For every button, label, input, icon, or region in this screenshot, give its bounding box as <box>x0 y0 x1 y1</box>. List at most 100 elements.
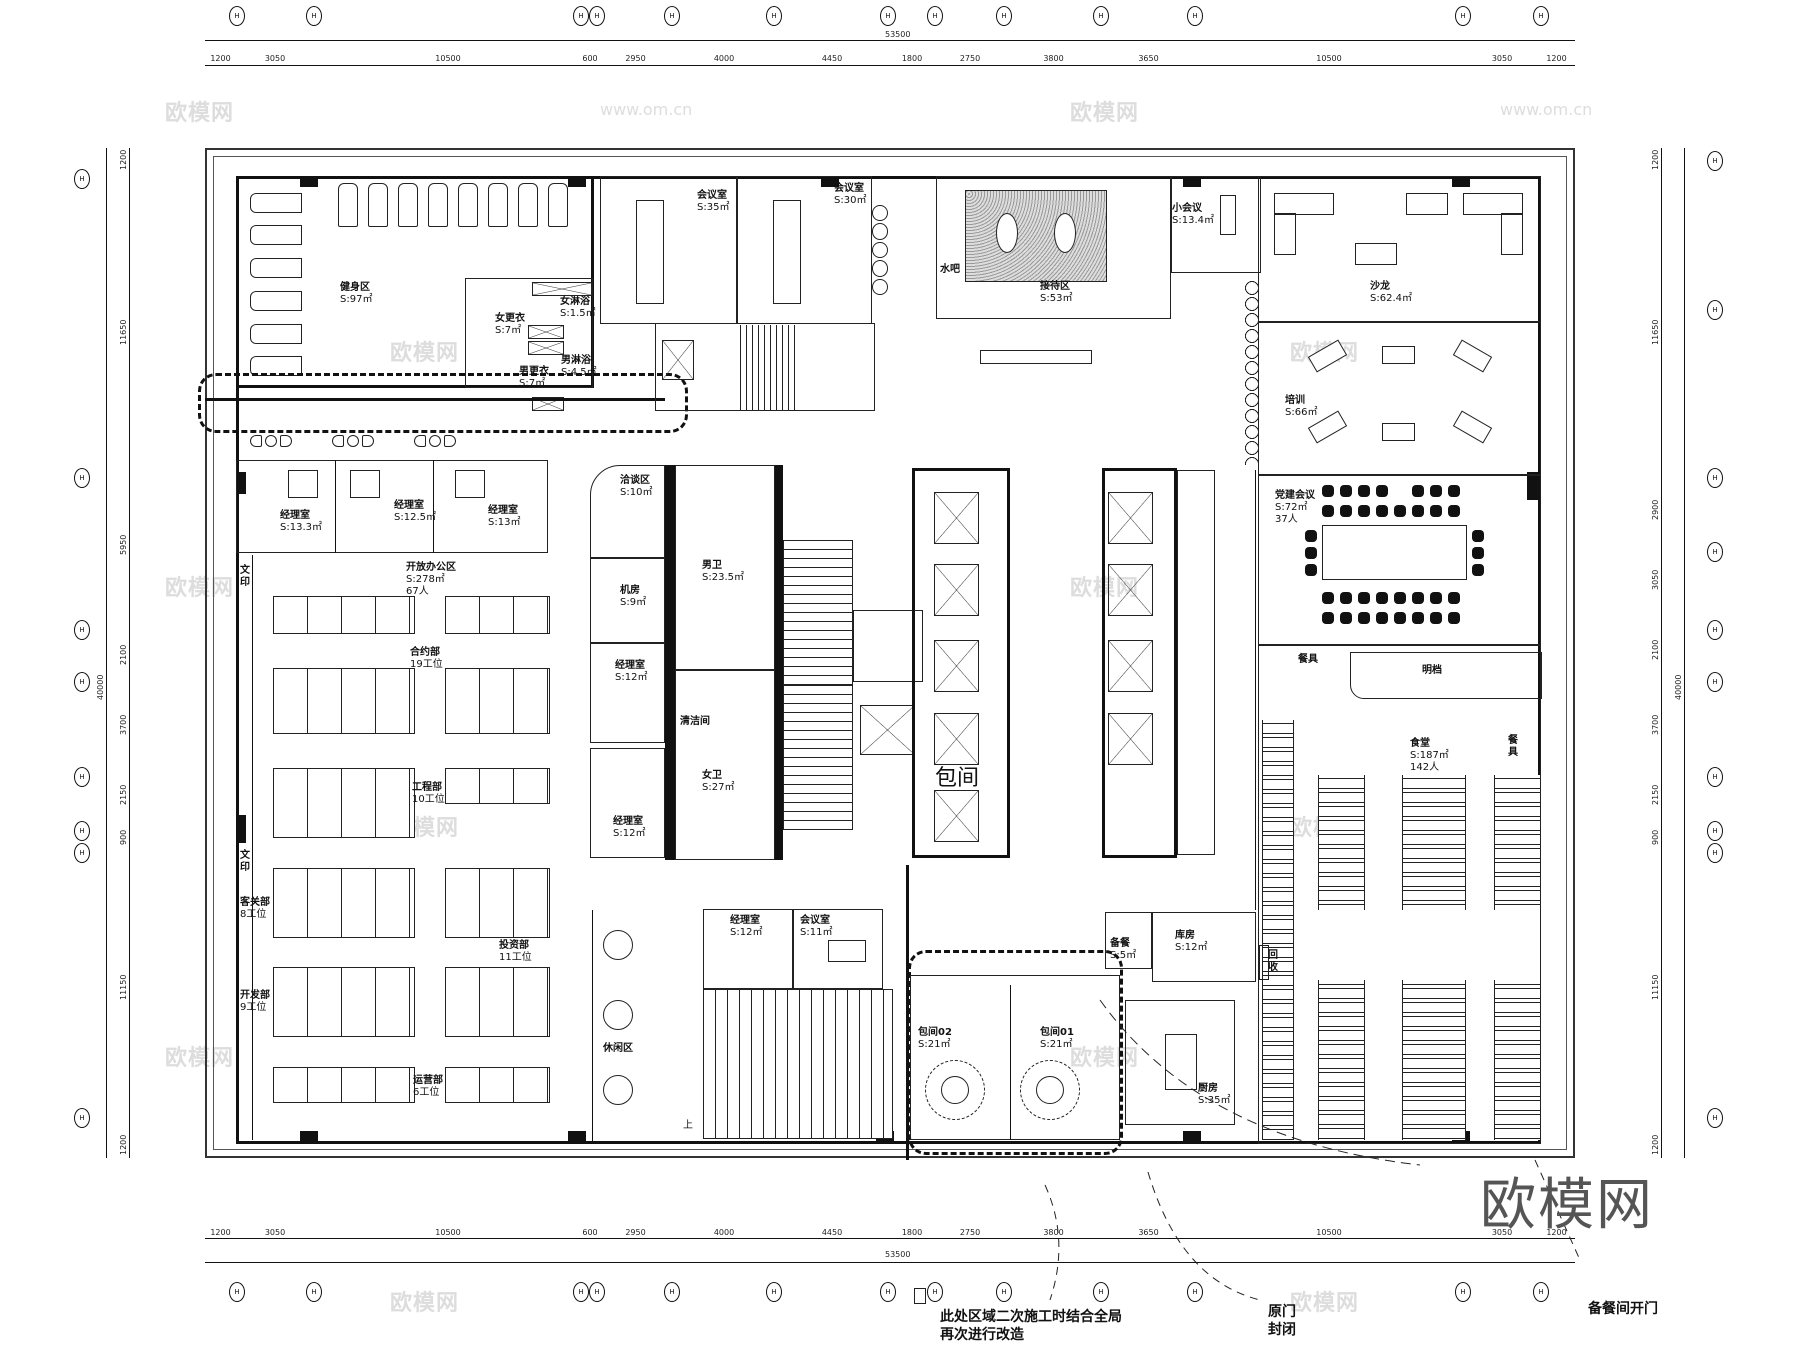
axis-bubble: H <box>664 6 680 26</box>
watermark-logo: 欧模网 <box>390 1291 460 1316</box>
locker <box>532 282 592 296</box>
watermark-logo: 欧模网 <box>165 101 235 126</box>
elevator-bank-right <box>1102 468 1177 858</box>
left-dim-line <box>129 148 130 1158</box>
curtain-wall <box>213 156 1567 1150</box>
axis-bubble: H <box>74 843 90 863</box>
axis-bubble: H <box>1187 1282 1203 1302</box>
dashed-private-zone <box>908 950 1123 1155</box>
core-wall <box>775 465 783 860</box>
top-dim-chain: 1200 3050 10500 600 2950 4000 4450 1800 … <box>210 54 1567 63</box>
meeting-table <box>636 200 664 304</box>
meeting-room-3 <box>793 909 883 989</box>
print-label-1: 文 印 <box>240 565 250 588</box>
manager-office-6 <box>703 909 793 989</box>
watermark-logo: 欧模网 <box>390 341 460 366</box>
stair-up-label: 上 <box>683 1120 693 1131</box>
chair <box>1305 530 1317 542</box>
axis-bubble: H <box>229 6 245 26</box>
elevator <box>934 564 979 616</box>
building-outer-wall <box>205 148 1575 1158</box>
top-overall-dim-line <box>205 40 1575 41</box>
top-dim-line <box>205 65 1575 66</box>
chair-row <box>1322 592 1472 606</box>
axis-bubble: H <box>927 6 943 26</box>
axis-bubble: H <box>74 169 90 189</box>
axis-bubble: H <box>589 1282 605 1302</box>
axis-bubble: H <box>1707 468 1723 488</box>
axis-bubble: H <box>1093 1282 1109 1302</box>
treadmill-row <box>250 193 305 378</box>
wall <box>906 865 909 1160</box>
axis-bubble: H <box>1707 620 1723 640</box>
leisure-label: 休闲区 <box>603 1043 633 1054</box>
private-dining-rooms <box>910 975 1120 1140</box>
plant-screen <box>1245 280 1259 465</box>
sofa <box>1274 193 1334 215</box>
partition <box>433 460 434 553</box>
chair <box>1305 547 1317 559</box>
storage-room <box>1152 912 1256 982</box>
column <box>300 177 318 187</box>
leisure-seating <box>598 925 638 1105</box>
stair-block <box>655 323 875 411</box>
axis-bubble: H <box>1707 300 1723 320</box>
open-kitchen-label: 明档 <box>1422 665 1442 676</box>
chair-row <box>1322 612 1472 626</box>
axis-bubble: H <box>1707 767 1723 787</box>
watermark-big-logo: 欧模网 <box>1480 1173 1654 1238</box>
axis-bubble: H <box>74 468 90 488</box>
core-wall <box>665 465 675 860</box>
right-dim-line <box>1661 148 1662 1158</box>
canteen-aisle <box>1300 910 1540 980</box>
locker <box>528 325 564 339</box>
lounge-chairs <box>250 435 550 449</box>
recycle-label: 回 收 <box>1268 950 1278 973</box>
workstation-cluster <box>273 768 415 838</box>
reception-area <box>936 176 1171 319</box>
manager-office-5 <box>590 748 665 858</box>
axis-bubble: H <box>573 1282 589 1302</box>
sofa <box>1355 243 1397 265</box>
axis-bubble: H <box>74 767 90 787</box>
freight-elevator <box>860 705 915 755</box>
water-bar-label: 水吧 <box>940 264 960 275</box>
axis-bubble: H <box>1533 6 1549 26</box>
stairs <box>735 325 795 410</box>
workstation-cluster <box>445 668 550 734</box>
column <box>236 815 246 843</box>
workstation-cluster <box>273 596 415 634</box>
axis-bubble: H <box>1187 6 1203 26</box>
canteen-tables <box>1262 720 1294 1140</box>
recycle-station <box>1259 945 1269 980</box>
workstation-cluster <box>445 868 550 938</box>
print-wall <box>252 555 253 1140</box>
baojian-mark: 包间 <box>935 766 980 791</box>
workstation-cluster <box>445 596 550 634</box>
column <box>1183 1131 1201 1141</box>
axis-bubble: H <box>1707 672 1723 692</box>
left-overall-dim-line <box>106 148 107 1158</box>
reception-carpet <box>965 190 1107 282</box>
elevator <box>1108 492 1153 544</box>
elevator <box>1108 713 1153 765</box>
watermark-logo: 欧模网 <box>1290 1291 1360 1316</box>
axis-bubble: H <box>996 1282 1012 1302</box>
column <box>568 1131 586 1141</box>
